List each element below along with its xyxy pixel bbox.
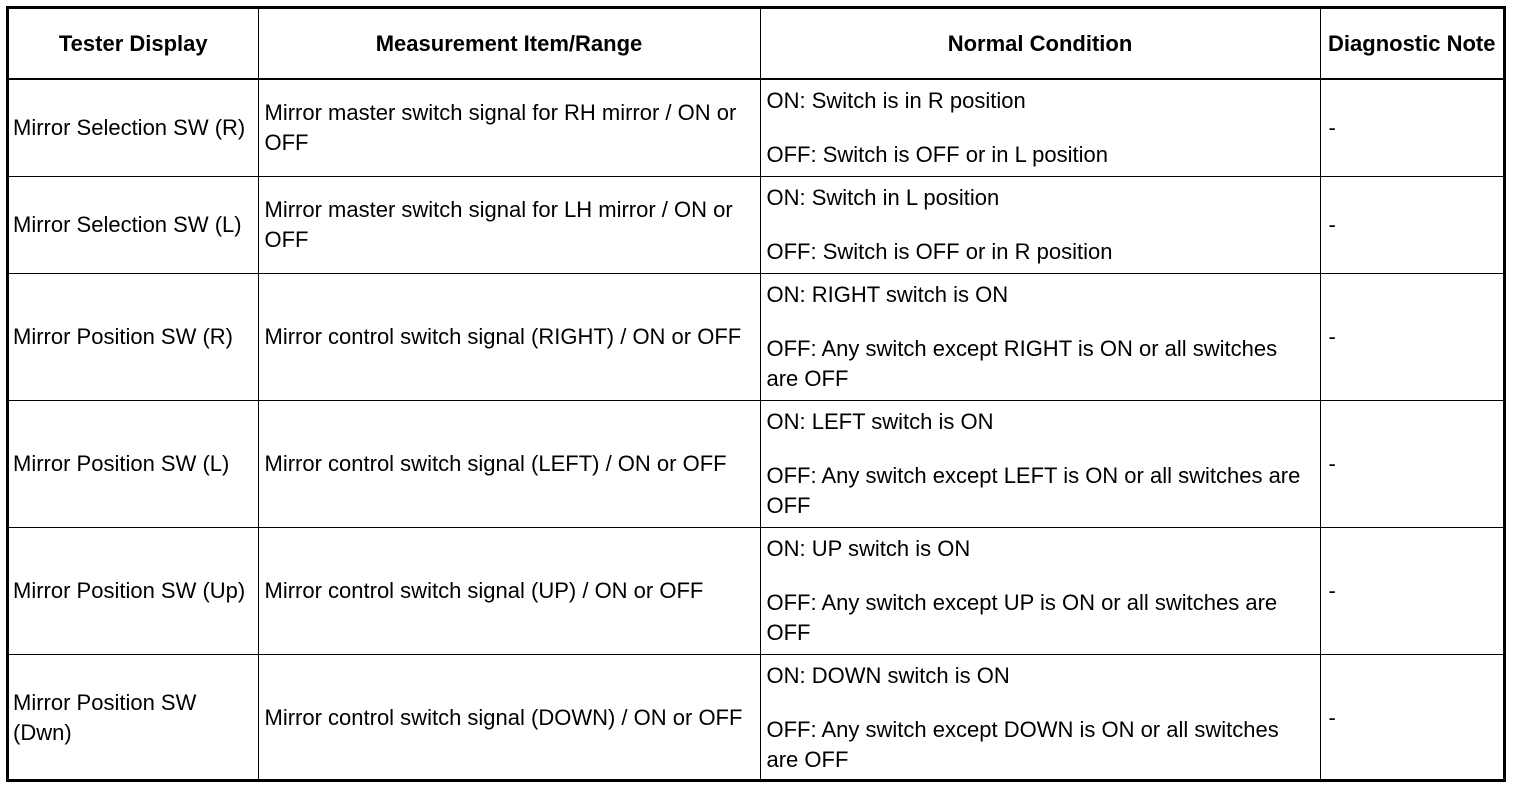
data-list-table: Tester Display Measurement Item/Range No…: [9, 9, 1503, 781]
cell-normal-condition: ON: UP switch is ON OFF: Any switch exce…: [759, 526, 1321, 655]
condition-off: OFF: Any switch except RIGHT is ON or al…: [766, 335, 1278, 391]
condition-on: ON: LEFT switch is ON: [766, 408, 994, 434]
condition-on: ON: Switch in L position: [766, 184, 1000, 210]
condition-on: ON: UP switch is ON: [766, 535, 971, 561]
cell-diagnostic-note: -: [1319, 399, 1503, 528]
cell-measurement-item: Mirror control switch signal (LEFT) / ON…: [257, 399, 761, 528]
cell-measurement-item: Mirror control switch signal (RIGHT) / O…: [257, 272, 761, 401]
cell-diagnostic-note: -: [1319, 653, 1503, 781]
table-row: Mirror Selection SW (R) Mirror master sw…: [9, 78, 1503, 177]
header-diagnostic-note: Diagnostic Note: [1319, 9, 1503, 80]
condition-off: OFF: Switch is OFF or in R position: [766, 238, 1113, 264]
table-row: Mirror Position SW (L) Mirror control sw…: [9, 399, 1503, 528]
condition-off: OFF: Switch is OFF or in L position: [766, 142, 1109, 167]
cell-tester-display: Mirror Position SW (Dwn): [9, 653, 259, 781]
cell-tester-display: Mirror Position SW (R): [9, 272, 259, 401]
cell-diagnostic-note: -: [1319, 175, 1503, 274]
cell-diagnostic-note: -: [1319, 526, 1503, 655]
table-row: Mirror Position SW (R) Mirror control sw…: [9, 272, 1503, 401]
data-list-table-container: Tester Display Measurement Item/Range No…: [6, 6, 1506, 782]
header-normal-condition: Normal Condition: [759, 9, 1321, 80]
cell-normal-condition: ON: RIGHT switch is ON OFF: Any switch e…: [759, 272, 1321, 401]
cell-measurement-item: Mirror control switch signal (UP) / ON o…: [257, 526, 761, 655]
condition-off: OFF: Any switch except DOWN is ON or all…: [766, 716, 1279, 772]
condition-on: ON: DOWN switch is ON: [766, 662, 1010, 688]
header-tester-display: Tester Display: [9, 9, 259, 80]
table-row: Mirror Position SW (Up) Mirror control s…: [9, 526, 1503, 655]
condition-on: ON: RIGHT switch is ON: [766, 281, 1009, 307]
cell-measurement-item: Mirror control switch signal (DOWN) / ON…: [257, 653, 761, 781]
cell-normal-condition: ON: DOWN switch is ON OFF: Any switch ex…: [759, 653, 1321, 781]
cell-diagnostic-note: -: [1319, 78, 1503, 177]
condition-on: ON: Switch is in R position: [766, 88, 1026, 113]
cell-tester-display: Mirror Selection SW (R): [9, 78, 259, 177]
cell-diagnostic-note: -: [1319, 272, 1503, 401]
cell-normal-condition: ON: Switch in L position OFF: Switch is …: [759, 175, 1321, 274]
cell-tester-display: Mirror Position SW (Up): [9, 526, 259, 655]
condition-off: OFF: Any switch except UP is ON or all s…: [766, 589, 1278, 645]
table-row: Mirror Position SW (Dwn) Mirror control …: [9, 653, 1503, 781]
cell-tester-display: Mirror Selection SW (L): [9, 175, 259, 274]
header-measurement-item: Measurement Item/Range: [257, 9, 761, 80]
cell-normal-condition: ON: LEFT switch is ON OFF: Any switch ex…: [759, 399, 1321, 528]
cell-measurement-item: Mirror master switch signal for RH mirro…: [257, 78, 761, 177]
condition-off: OFF: Any switch except LEFT is ON or all…: [766, 462, 1301, 518]
cell-measurement-item: Mirror master switch signal for LH mirro…: [257, 175, 761, 274]
cell-normal-condition: ON: Switch is in R position OFF: Switch …: [759, 78, 1321, 177]
table-row: Mirror Selection SW (L) Mirror master sw…: [9, 175, 1503, 274]
table-header-row: Tester Display Measurement Item/Range No…: [9, 9, 1503, 80]
cell-tester-display: Mirror Position SW (L): [9, 399, 259, 528]
